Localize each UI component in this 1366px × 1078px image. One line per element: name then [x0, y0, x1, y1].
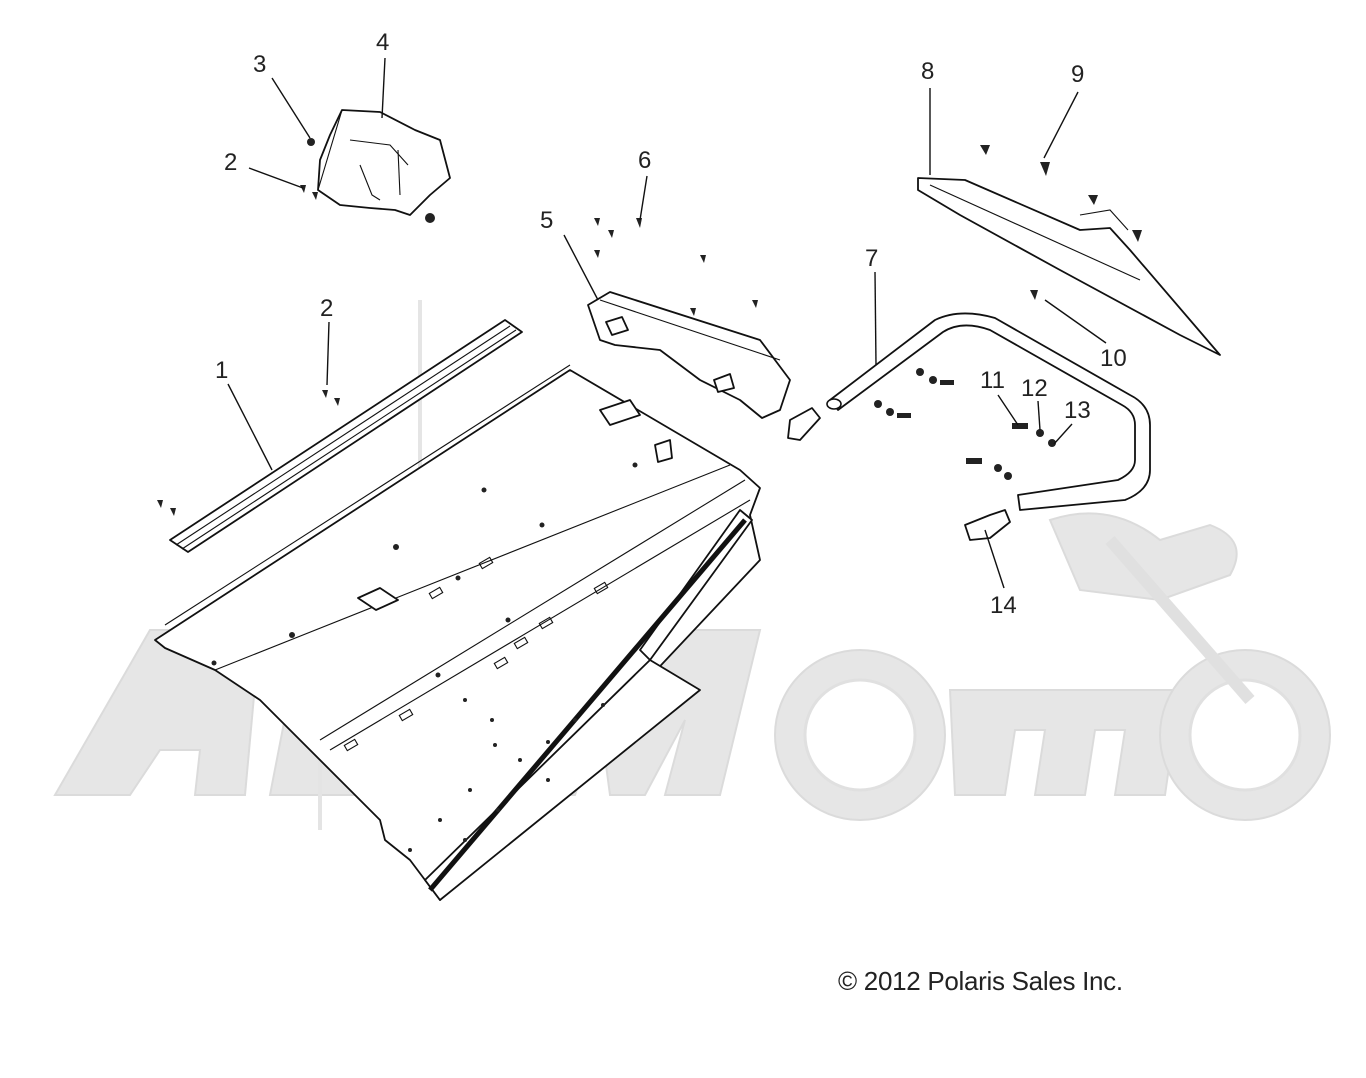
callout-8: 8 [921, 58, 934, 85]
callout-11: 11 [980, 367, 1005, 394]
leader-lines [227, 57, 1107, 589]
fastener [980, 145, 1142, 300]
callout-13: 13 [1064, 397, 1091, 424]
fasteners [157, 138, 1142, 516]
tunnel-holes [211, 462, 638, 852]
part-1-rail [169, 319, 523, 553]
tunnel-floor-assembly [154, 364, 761, 901]
part-5-bracket [587, 291, 791, 419]
callout-6: 6 [638, 147, 651, 174]
tunnel-slots [343, 556, 609, 752]
fastener [690, 255, 758, 316]
part-8-crossbar [917, 177, 1221, 356]
part-7-bar [787, 312, 1151, 511]
fastener [1012, 423, 1056, 447]
callout-4: 4 [376, 29, 389, 56]
part-4-cover [317, 109, 451, 223]
callout-14: 14 [990, 592, 1017, 619]
fastener [636, 218, 642, 228]
fastener [307, 138, 315, 146]
fastener [916, 368, 954, 385]
callout-1: 1 [215, 357, 228, 384]
callout-7: 7 [865, 245, 878, 272]
fastener [322, 390, 340, 406]
callout-2-rail-screws: 2 [320, 295, 333, 322]
callout-9: 9 [1071, 61, 1084, 88]
callout-10: 10 [1100, 345, 1127, 372]
fastener [966, 458, 1012, 480]
fastener [594, 218, 614, 258]
fastener [874, 400, 911, 418]
callout-12: 12 [1021, 375, 1048, 402]
part-14-clip [964, 509, 1011, 541]
callouts: 1 2 2 3 4 5 6 7 8 9 10 11 12 13 14 [215, 29, 1127, 619]
copyright-notice: © 2012 Polaris Sales Inc. [838, 966, 1123, 996]
callout-2-cover-screws: 2 [224, 149, 237, 176]
callout-3: 3 [253, 51, 266, 78]
fastener [157, 500, 176, 516]
callout-5: 5 [540, 207, 553, 234]
